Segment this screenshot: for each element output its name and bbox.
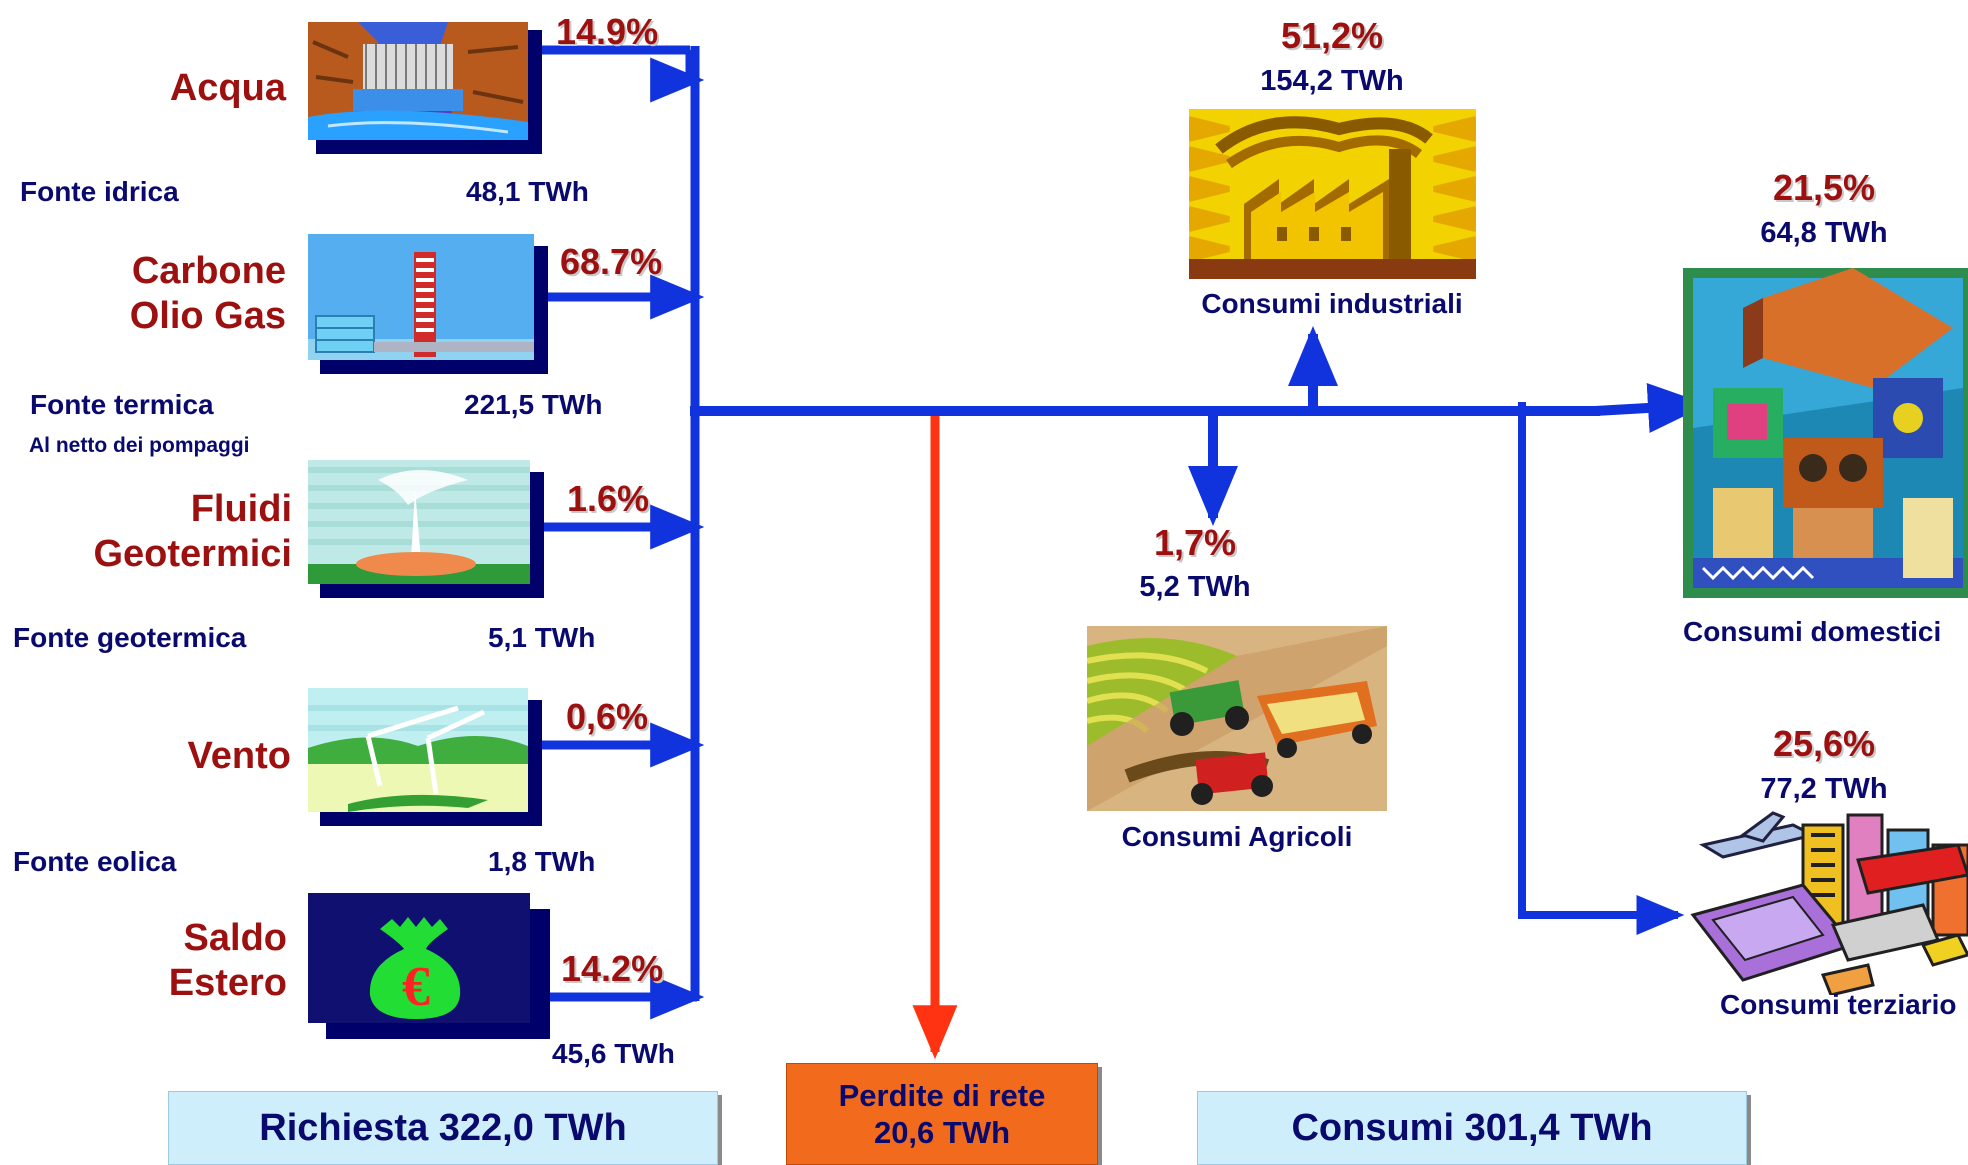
source-name-acqua: Acqua xyxy=(169,67,286,109)
source-energy-estero: 45,6 TWh xyxy=(552,1038,675,1069)
source-percent-termica: 68.7% xyxy=(560,241,663,282)
source-percent-geotermica: 1.6% xyxy=(567,478,650,519)
hydro-dam-icon xyxy=(308,22,542,154)
consumption-total-box: Consumi 301,4 TWh xyxy=(1197,1091,1747,1165)
source-name-vento: Vento xyxy=(187,735,291,777)
source-energy-eolica: 1,8 TWh xyxy=(488,846,596,877)
consumer-energy-domestici: 64,8 TWh xyxy=(1760,217,1888,249)
source-label-termica: Fonte termica xyxy=(30,389,214,420)
consumer-percent-terziario: 25,6% xyxy=(1772,723,1876,764)
euro-symbol: € xyxy=(402,956,430,1018)
consumer-label-industriali: Consumi industriali xyxy=(1201,288,1463,319)
consumer-label-domestici: Consumi domestici xyxy=(1683,616,1942,647)
consumer-label-agricoli: Consumi Agricoli xyxy=(1121,821,1353,852)
source-energy-geotermica: 5,1 TWh xyxy=(488,622,596,653)
consumer-energy-terziario: 77,2 TWh xyxy=(1760,773,1888,805)
source-sublabel-pompaggi: Al netto dei pompaggi xyxy=(29,434,250,457)
consumer-energy-agricoli: 5,2 TWh xyxy=(1139,571,1251,603)
thermal-plant-icon xyxy=(308,234,548,374)
consumer-label-terziario: Consumi terziario xyxy=(1720,989,1957,1020)
euro-money-bag-icon: € xyxy=(308,893,550,1039)
consumer-percent-industriali: 51,2% xyxy=(1280,15,1384,56)
tractor-field-icon xyxy=(1087,626,1387,811)
source-percent-eolica: 0,6% xyxy=(566,696,649,737)
consumer-percent-domestici: 21,5% xyxy=(1772,167,1876,208)
source-label-geotermica: Fonte geotermica xyxy=(13,622,247,653)
factory-icon xyxy=(1189,109,1476,279)
source-energy-idrica: 48,1 TWh xyxy=(466,176,589,207)
wind-turbine-icon xyxy=(308,688,542,826)
source-label-eolica: Fonte eolica xyxy=(13,846,177,877)
source-percent-estero: 14.2% xyxy=(561,948,664,989)
source-energy-termica: 221,5 TWh xyxy=(464,389,603,420)
losses-value: 20,6 TWh xyxy=(873,1115,1011,1150)
consumption-total-label: Consumi 301,4 TWh xyxy=(1291,1106,1653,1149)
request-total-label: Richiesta 322,0 TWh xyxy=(259,1106,627,1149)
losses-label: Perdite di rete xyxy=(838,1077,1046,1113)
consumer-percent-agricoli: 1,7% xyxy=(1153,522,1237,563)
request-total-box: Richiesta 322,0 TWh xyxy=(168,1091,718,1165)
city-office-icon xyxy=(1690,811,1968,995)
house-appliances-icon xyxy=(1683,268,1968,598)
consumer-energy-industriali: 154,2 TWh xyxy=(1260,65,1404,97)
source-label-idrica: Fonte idrica xyxy=(20,176,179,207)
geyser-icon xyxy=(308,460,544,598)
source-percent-acqua: 14.9% xyxy=(556,11,659,52)
